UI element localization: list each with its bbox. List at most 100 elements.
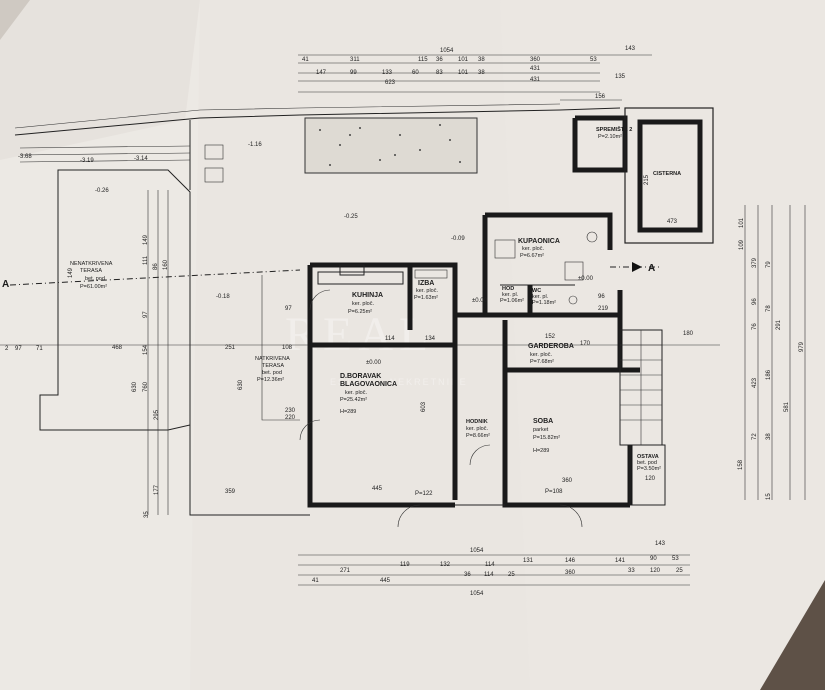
- room-area: P=8.66m²: [466, 433, 490, 439]
- dim-label: 120: [650, 568, 661, 574]
- dim-label: 220: [285, 415, 296, 421]
- room-floor: ker. ploč.: [345, 390, 367, 396]
- room-izba: IZBA ker. ploč. P=1.63m²: [414, 280, 438, 301]
- dim-label: 1054: [470, 548, 484, 554]
- dim-label: 445: [380, 578, 391, 584]
- dim-label: 38: [766, 433, 772, 440]
- dim-label: 101: [458, 70, 469, 76]
- dim-label: 114: [385, 336, 395, 342]
- room-name: OSTAVA: [637, 454, 659, 460]
- dim-label: 152: [545, 334, 556, 340]
- room-height: H=289: [533, 448, 549, 454]
- dim-label: 25: [508, 572, 515, 578]
- dim-label: 603: [421, 401, 427, 412]
- room-soba: SOBA parket P=15.82m² H=289 360 P=108: [533, 418, 573, 495]
- room-height: H=289: [340, 409, 356, 415]
- dim-label: 360: [530, 57, 541, 63]
- room-floor: bet. pod: [637, 460, 657, 466]
- level-label: -1.16: [248, 142, 262, 148]
- room-name: CISTERNA: [653, 171, 681, 177]
- room-area: P=3.50m²: [637, 466, 661, 472]
- dim-label: 360: [562, 478, 573, 484]
- room-name: D.BORAVAK: [340, 373, 381, 380]
- room-area: P=1.18m²: [532, 300, 556, 306]
- room-area: P=61.00m²: [80, 284, 107, 290]
- room-ostava: OSTAVA bet. pod P=3.50m² 120: [629, 444, 666, 506]
- dim-label: P=122: [415, 491, 433, 497]
- room-name: KUHINJA: [352, 292, 383, 299]
- dim-label: 36: [464, 572, 471, 578]
- dim-label: 431: [530, 66, 541, 72]
- interior-fixtures: [299, 231, 598, 528]
- dim-label: 251: [225, 345, 236, 351]
- level-markers: -3.68 -3.19 -3.14 -1.16 -0.26 -0.25 -0.0…: [18, 142, 594, 366]
- dim-label: 97: [15, 346, 22, 352]
- room-name: HODNIK: [466, 419, 488, 425]
- bottom-dimension-chains: 1054 143 271 119 132 114 131 146 141 90 …: [298, 541, 690, 597]
- dim-label: 97: [285, 306, 292, 312]
- section-line-a: A A: [2, 262, 660, 290]
- dim-label: 71: [36, 346, 43, 352]
- room-natkrivena-terasa: NATKRIVENA TERASA bet. pod P=12.36m² 97 …: [189, 275, 310, 516]
- level-label: -3.14: [134, 156, 148, 162]
- dim-label: 41: [312, 578, 319, 584]
- dim-label: 141: [615, 558, 626, 564]
- room-area: P=6.25m²: [348, 309, 372, 315]
- dim-label: 149: [143, 234, 149, 245]
- dim-label: 96: [598, 294, 605, 300]
- room-garderoba: GARDEROBA ker. ploč. P=7.68m² 152 170 18…: [528, 331, 694, 365]
- room-name: TERASA: [80, 268, 102, 274]
- room-name: TERASA: [262, 363, 284, 369]
- dim-label: 147: [316, 70, 327, 76]
- level-label: -0.09: [451, 236, 465, 242]
- dim-label: 96: [752, 298, 758, 305]
- dim-label: 445: [372, 486, 383, 492]
- top-dimension-chains: 1054 143 41 311 115 36 101 38 360 53 147…: [298, 46, 652, 101]
- room-name: HOD: [502, 286, 514, 292]
- dim-label: 1054: [470, 591, 484, 597]
- level-label: -3.68: [18, 154, 32, 160]
- dim-label: 219: [598, 306, 609, 312]
- dim-label: 132: [440, 562, 451, 568]
- dim-label: 215: [644, 174, 650, 185]
- room-area: P=12.36m²: [257, 377, 284, 383]
- dim-label: 53: [590, 57, 597, 63]
- dim-label: 186: [766, 369, 772, 380]
- room-floor: ker. ploč.: [466, 426, 488, 432]
- dim-label: 109: [739, 239, 745, 250]
- dim-label: 134: [425, 336, 436, 342]
- dim-label: 177: [154, 484, 160, 495]
- room-kuhinja: KUHINJA ker. ploč. P=6.25m²: [348, 292, 383, 315]
- dim-label: 41: [302, 57, 309, 63]
- dim-label: 53: [672, 556, 679, 562]
- room-area: P=6.67m²: [520, 253, 544, 259]
- dim-label: 154: [143, 344, 149, 355]
- room-area: P=25.42m²: [340, 397, 367, 403]
- room-hodnik: HODNIK ker. ploč. P=8.66m²: [466, 419, 490, 439]
- room-floor: ker. ploč.: [530, 352, 552, 358]
- level-label: -0.26: [95, 188, 109, 194]
- room-floor: ker. pl.: [532, 294, 549, 300]
- room-hod: HOD ker. pl. P=1.06m²: [500, 286, 524, 304]
- dim-label: 271: [340, 568, 351, 574]
- room-name: GARDEROBA: [528, 343, 574, 350]
- dim-label: 115: [418, 57, 428, 63]
- dim-label: 15: [766, 493, 772, 500]
- room-name: SPREMIŠTE 2: [596, 125, 632, 133]
- dim-label: 35: [144, 511, 150, 518]
- dim-label: 72: [752, 433, 758, 440]
- dim-label: 90: [650, 556, 657, 562]
- dim-label: 119: [400, 562, 410, 568]
- dim-label: 423: [752, 377, 758, 388]
- room-name: NATKRIVENA: [255, 356, 290, 362]
- dim-label: 359: [225, 489, 236, 495]
- dim-label: 83: [436, 70, 443, 76]
- dim-label: 379: [752, 257, 758, 268]
- dim-label: 38: [478, 70, 485, 76]
- level-label: -3.19: [80, 158, 94, 164]
- dim-label: 295: [154, 409, 160, 420]
- site-boundary: [14, 103, 621, 190]
- room-floor: ker. pl.: [502, 292, 519, 298]
- room-floor: ker. ploč.: [352, 301, 374, 307]
- room-area: P=15.82m²: [533, 435, 560, 441]
